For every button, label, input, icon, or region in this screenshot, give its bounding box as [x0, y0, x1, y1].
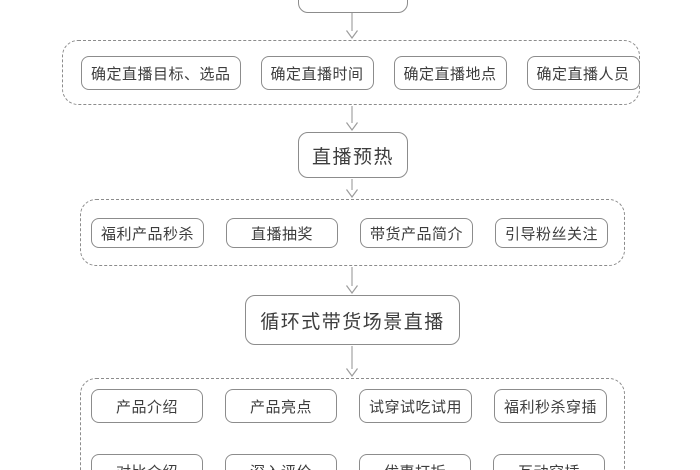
node-live-trial: 试穿试吃试用: [359, 389, 473, 423]
planning-group: 确定直播目标、选品 确定直播时间 确定直播地点 确定直播人员: [62, 40, 640, 105]
node-live-seckill-insert: 福利秒杀穿插: [494, 389, 608, 423]
down-arrow-icon: [346, 267, 358, 294]
node-warmup-intro: 带货产品简介: [360, 218, 474, 248]
node-live-interaction: 互动穿插: [493, 454, 605, 470]
warmup-group: 福利产品秒杀 直播抽奖 带货产品简介 引导粉丝关注: [80, 199, 625, 266]
node-live-highlights: 产品亮点: [225, 389, 337, 423]
down-arrow-icon: [346, 106, 358, 131]
down-arrow-icon: [346, 346, 358, 377]
node-live-review: 深入评价: [225, 454, 337, 470]
down-arrow-icon: [346, 13, 358, 39]
node-warmup-seckill: 福利产品秒杀: [91, 218, 205, 248]
warmup-row: 福利产品秒杀 直播抽奖 带货产品简介 引导粉丝关注: [91, 218, 609, 248]
live-row-1: 产品介绍 产品亮点 试穿试吃试用 福利秒杀穿插: [91, 389, 608, 423]
node-live-discount: 优惠打折: [359, 454, 471, 470]
node-planning-place: 确定直播地点: [393, 56, 507, 90]
live-group: 产品介绍 产品亮点 试穿试吃试用 福利秒杀穿插 对比介绍 深入评价 优惠打折 互…: [80, 378, 625, 470]
node-warmup-stage: 直播预热: [298, 132, 408, 178]
node-live-stage: 循环式带货场景直播: [245, 295, 460, 345]
truncated-top-node: [298, 0, 408, 13]
node-planning-staff: 确定直播人员: [526, 56, 640, 90]
node-warmup-follow: 引导粉丝关注: [495, 218, 609, 248]
node-warmup-lottery: 直播抽奖: [226, 218, 339, 248]
down-arrow-icon: [346, 179, 358, 198]
node-live-product-intro: 产品介绍: [91, 389, 203, 423]
node-planning-goal: 确定直播目标、选品: [81, 56, 241, 90]
planning-row: 确定直播目标、选品 确定直播时间 确定直播地点 确定直播人员: [81, 56, 640, 90]
node-live-compare: 对比介绍: [91, 454, 203, 470]
live-row-2: 对比介绍 深入评价 优惠打折 互动穿插: [91, 454, 605, 470]
node-planning-time: 确定直播时间: [260, 56, 374, 90]
